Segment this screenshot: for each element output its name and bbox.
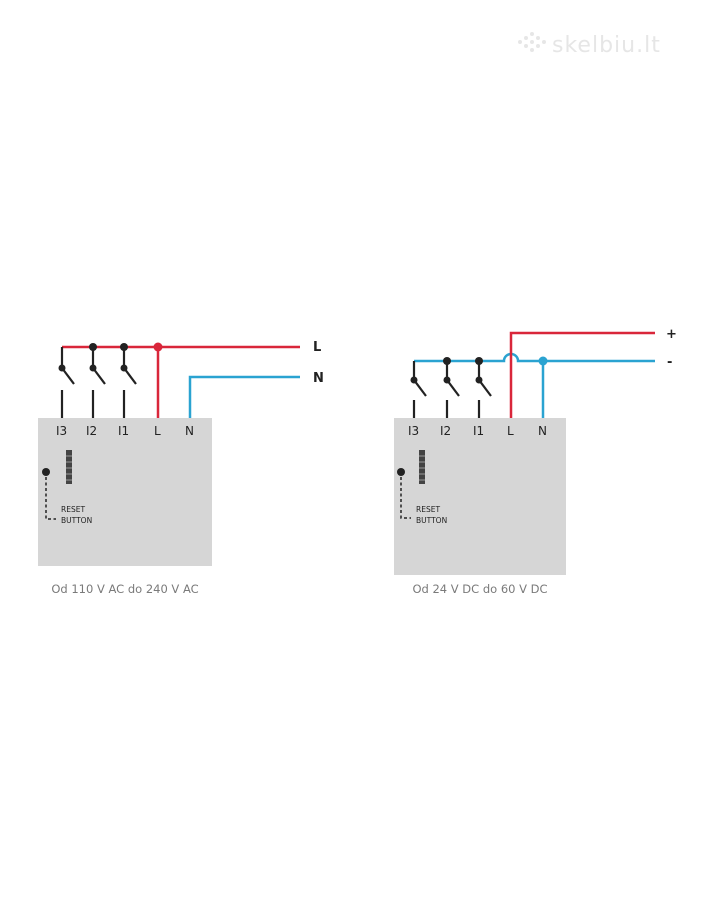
positive-wire (509, 331, 655, 418)
reset-button-icon (42, 468, 56, 520)
button-label: BUTTON (61, 516, 92, 525)
terminal-i2: I2 (86, 424, 97, 438)
status-led-strip-icon (419, 450, 425, 484)
reset-button-icon (397, 468, 411, 519)
terminal-i3: I3 (408, 424, 419, 438)
switch-contacts (58, 343, 128, 372)
dc-wiring-diagram: + - I3 I2 I1 L N RESET BUTTON Od 24 V DC… (394, 327, 677, 596)
ac-voltage-caption: Od 110 V AC do 240 V AC (51, 582, 198, 596)
live-junction (153, 342, 163, 352)
relay-module-body (38, 418, 212, 566)
line-label-negative: - (667, 355, 672, 370)
terminal-l: L (507, 424, 514, 438)
input-switches (60, 347, 137, 418)
reset-label: RESET (416, 505, 440, 514)
input-switches (412, 361, 492, 418)
relay-module-body (394, 418, 566, 575)
terminal-l: L (154, 424, 161, 438)
line-label-positive: + (666, 327, 677, 342)
terminal-i2: I2 (440, 424, 451, 438)
watermark-logo-icon (518, 32, 546, 52)
live-wire (62, 345, 300, 418)
line-label-neutral: N (313, 371, 324, 386)
status-led-strip-icon (66, 450, 72, 484)
terminal-i1: I1 (118, 424, 129, 438)
terminal-n: N (538, 424, 547, 438)
terminal-i1: I1 (473, 424, 484, 438)
watermark: skelbiu.lt (518, 32, 661, 58)
watermark-text: skelbiu.lt (552, 33, 661, 58)
negative-junction (538, 356, 548, 366)
switch-contacts (410, 357, 483, 384)
ac-wiring-diagram: L N I3 I2 I1 L N RESET BUTTON Od 110 V A… (38, 340, 324, 596)
neutral-wire (188, 375, 300, 418)
terminal-i3: I3 (56, 424, 67, 438)
dc-voltage-caption: Od 24 V DC do 60 V DC (412, 582, 547, 596)
terminal-n: N (185, 424, 194, 438)
reset-label: RESET (61, 505, 85, 514)
line-label-live: L (313, 340, 321, 355)
button-label: BUTTON (416, 516, 447, 525)
